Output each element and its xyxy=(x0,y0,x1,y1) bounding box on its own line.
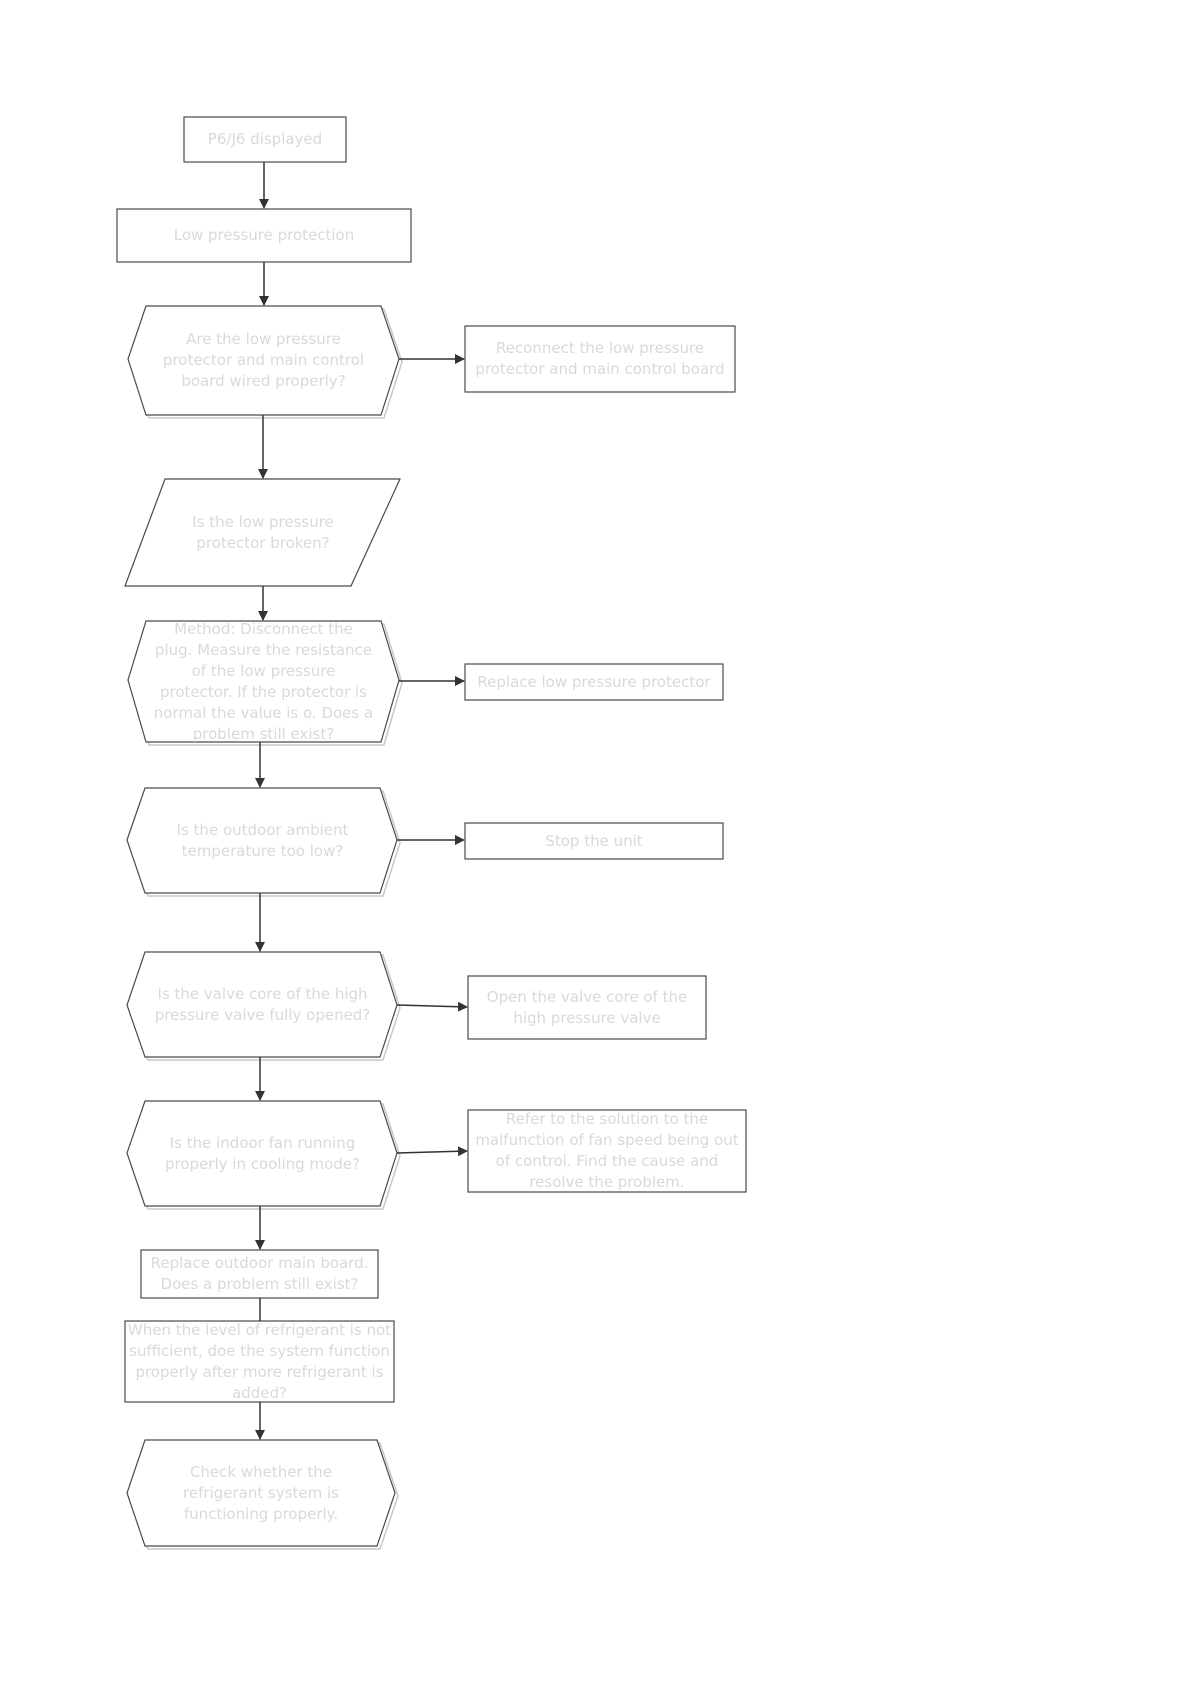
replace-protector-box xyxy=(464,663,724,701)
valve-question-label: Is the valve core of the high pressure v… xyxy=(154,984,371,1024)
open-valve-label: Open the valve core of the high pressure… xyxy=(486,987,688,1027)
reconnect-label: Reconnect the low pressure protector and… xyxy=(475,339,725,378)
check-system-hexagon xyxy=(126,1439,396,1547)
fan-solution-label: Refer to the solution to the malfunction… xyxy=(475,1110,739,1191)
ambient-question-label: Is the outdoor ambient temperature too l… xyxy=(176,820,349,860)
stop-unit-box xyxy=(464,822,724,860)
fan-solution-box xyxy=(467,1109,747,1193)
connector-fan-to-solution xyxy=(396,1146,468,1157)
valve-question-hexagon xyxy=(126,951,398,1058)
refrigerant-label: When the level of refrigerant is not suf… xyxy=(127,1321,392,1402)
refrigerant-box xyxy=(124,1320,395,1403)
fan-question-hexagon xyxy=(126,1100,398,1207)
protection-label: Low pressure protection xyxy=(173,226,355,244)
method-question-label: Method: Disconnect the plug. Measure the… xyxy=(153,620,374,743)
open-valve-box xyxy=(467,975,707,1040)
connector-valve-to-open xyxy=(396,1001,468,1012)
start-box xyxy=(183,116,347,163)
broken-question-label: Is the low pressure protector broken? xyxy=(192,512,334,552)
broken-question-parallelogram xyxy=(124,478,401,587)
replace-board-label: Replace outdoor main board. Does a probl… xyxy=(150,1254,369,1293)
wiring-question-label: Are the low pressure protector and main … xyxy=(162,330,365,390)
replace-protector-label: Replace low pressure protector xyxy=(477,672,711,691)
stop-unit-label: Stop the unit xyxy=(545,831,643,850)
wiring-question-hexagon xyxy=(127,305,400,416)
check-system-label: Check whether the refrigerant system is … xyxy=(183,1462,339,1523)
replace-board-box xyxy=(140,1249,379,1299)
start-label: P6/J6 displayed xyxy=(207,130,323,148)
method-question-hexagon xyxy=(127,620,400,743)
ambient-question-hexagon xyxy=(126,787,398,894)
reconnect-box xyxy=(464,325,736,393)
fan-question-label: Is the indoor fan running properly in co… xyxy=(165,1133,360,1173)
protection-box xyxy=(116,208,412,263)
